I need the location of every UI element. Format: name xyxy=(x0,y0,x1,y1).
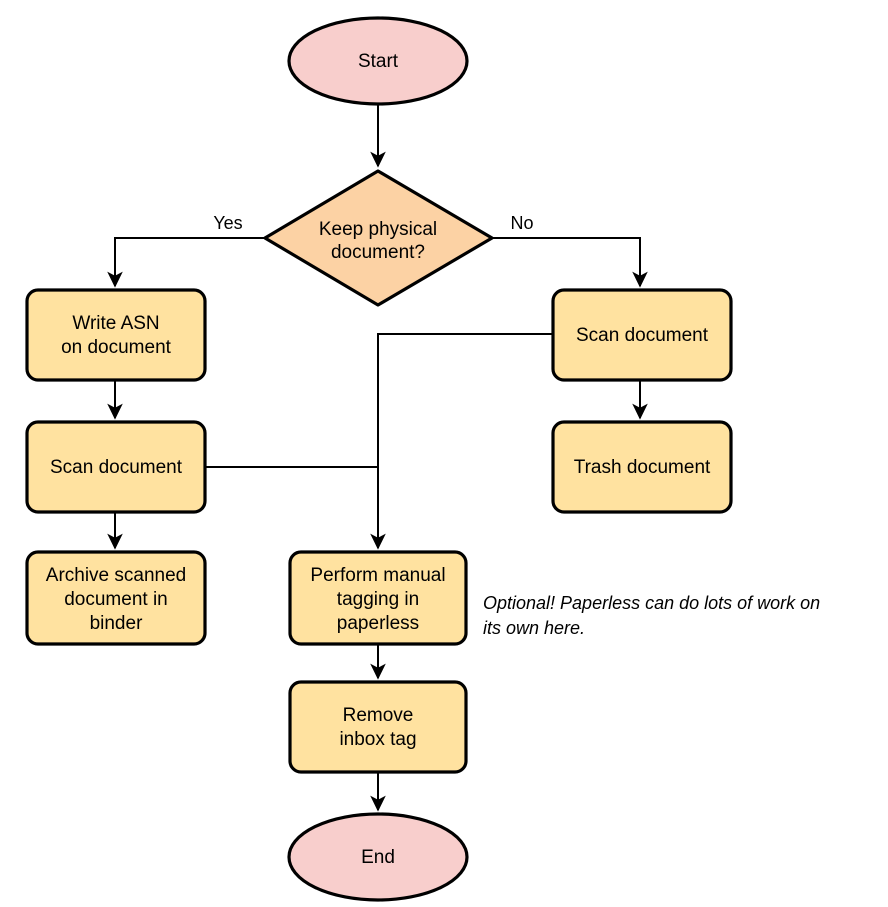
manual-tagging-label-line2: tagging in xyxy=(337,589,419,610)
decision-label-line1: Keep physical xyxy=(319,219,437,240)
end-label: End xyxy=(361,847,395,868)
node-keep-physical-document[interactable]: Keep physical document? xyxy=(263,169,494,307)
node-manual-tagging[interactable]: Perform manual tagging in paperless xyxy=(288,550,468,646)
archive-binder-label-line3: binder xyxy=(90,613,143,634)
node-start[interactable]: Start xyxy=(287,16,469,106)
trash-document-label: Trash document xyxy=(574,457,711,478)
node-end[interactable]: End xyxy=(287,812,469,902)
decision-label-line2: document? xyxy=(331,242,425,263)
end-terminator-shape[interactable] xyxy=(287,812,469,902)
start-label: Start xyxy=(358,51,399,72)
start-terminator-shape[interactable] xyxy=(287,16,469,106)
edge-label-yes: Yes xyxy=(213,213,242,233)
manual-tagging-label-line1: Perform manual xyxy=(310,565,445,586)
node-archive-binder[interactable]: Archive scanned document in binder xyxy=(25,550,207,646)
scan-document-right-box-shape[interactable] xyxy=(551,288,733,382)
node-scan-document-right[interactable]: Scan document xyxy=(551,288,733,382)
connector-line xyxy=(370,333,553,550)
archive-binder-label-line1: Archive scanned xyxy=(46,565,186,586)
node-write-asn[interactable]: Write ASN on document xyxy=(25,288,207,382)
archive-binder-label-line2: document in xyxy=(64,589,168,610)
archive-binder-box-shape[interactable] xyxy=(25,550,207,646)
write-asn-box-shape[interactable] xyxy=(25,288,207,382)
edge-label-no: No xyxy=(510,213,533,233)
node-remove-inbox-tag[interactable]: Remove inbox tag xyxy=(288,680,468,774)
scan-document-right-label: Scan document xyxy=(576,325,709,346)
annotation-note: Optional! Paperless can do lots of work … xyxy=(483,593,820,638)
annotation-line1: Optional! Paperless can do lots of work … xyxy=(483,593,820,613)
write-asn-label-line1: Write ASN xyxy=(72,313,159,334)
remove-inbox-tag-label-line1: Remove xyxy=(343,705,414,726)
node-scan-document-left[interactable]: Scan document xyxy=(25,420,207,514)
annotation-line2: its own here. xyxy=(483,618,585,638)
manual-tagging-label-line3: paperless xyxy=(337,613,419,634)
connector-line xyxy=(492,237,648,288)
connector-line xyxy=(107,237,265,288)
edge-decision-yes: Yes xyxy=(107,213,265,288)
trash-document-box-shape[interactable] xyxy=(551,420,733,514)
scan-document-left-label: Scan document xyxy=(50,457,183,478)
remove-inbox-tag-box-shape[interactable] xyxy=(288,680,468,774)
decision-diamond-shape[interactable] xyxy=(263,169,494,307)
write-asn-label-line2: on document xyxy=(61,337,172,358)
node-trash-document[interactable]: Trash document xyxy=(551,420,733,514)
manual-tagging-box-shape[interactable] xyxy=(288,550,468,646)
scan-document-left-box-shape[interactable] xyxy=(25,420,207,514)
edge-scan-right-to-tagging xyxy=(370,333,553,550)
remove-inbox-tag-label-line2: inbox tag xyxy=(339,729,416,750)
edge-decision-no: No xyxy=(492,213,648,288)
